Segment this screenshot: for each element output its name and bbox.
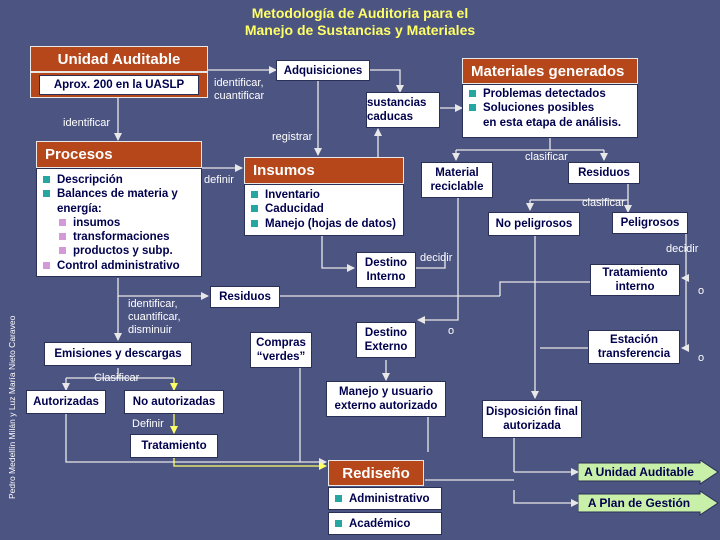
- a-unidad-auditable-arrow: A Unidad Auditable: [584, 465, 694, 479]
- label-definir-cap: Definir: [132, 418, 164, 430]
- destino-externo-box: Destino Externo: [356, 322, 416, 358]
- disposicion-final-box: Disposición final autorizada: [482, 400, 582, 438]
- procesos-subitem: transformaciones: [43, 230, 195, 244]
- label-identificar-cuantificar: identificar, cuantificar: [214, 77, 265, 102]
- label-clasificar-2: clasificar: [582, 197, 625, 209]
- destino-interno-box: Destino Interno: [356, 252, 416, 288]
- materiales-item: Soluciones posibles: [469, 101, 631, 115]
- unidad-auditable-panel: Aprox. 200 en la UASLP: [30, 72, 208, 98]
- materiales-generados-panel: Problemas detectados Soluciones posibles…: [462, 84, 638, 138]
- materiales-item: en esta etapa de análisis.: [483, 116, 622, 129]
- materiales-generados-header: Materiales generados: [462, 58, 638, 84]
- materiales-item: Problemas detectados: [469, 87, 631, 101]
- rediseno-item-label: Académico: [335, 517, 435, 531]
- emisiones-descargas-box: Emisiones y descargas: [44, 342, 192, 366]
- insumos-item: Caducidad: [251, 202, 397, 216]
- peligrosos-box: Peligrosos: [612, 212, 688, 234]
- manejo-externo-box: Manejo y usuario externo autorizado: [326, 381, 446, 417]
- label-identificar-disminuir: identificar, cuantificar, disminuir: [128, 298, 181, 336]
- label-identificar: identificar: [63, 117, 111, 129]
- label-o-3: o: [698, 352, 705, 364]
- arrow-shapes: [578, 460, 719, 516]
- autorizadas-box: Autorizadas: [26, 390, 106, 414]
- label-decidir-1: decidir: [420, 252, 453, 264]
- rediseno-item-administrativo: Administrativo: [328, 487, 442, 510]
- insumos-header: Insumos: [244, 157, 404, 184]
- procesos-header: Procesos: [36, 141, 202, 168]
- aprox-label: Aprox. 200 en la UASLP: [39, 75, 199, 95]
- procesos-item: Control administrativo: [43, 259, 195, 273]
- label-registrar: registrar: [272, 131, 313, 143]
- procesos-panel: Descripción Balances de materia y energí…: [36, 168, 202, 277]
- procesos-item: Balances de materia y energía:: [43, 187, 195, 216]
- rediseno-item-label: Administrativo: [335, 492, 435, 506]
- material-reciclable-box: Material reciclable: [421, 162, 493, 198]
- procesos-subitem: productos y subp.: [43, 244, 195, 258]
- diagram-title: Metodología de Auditoria para el Manejo …: [244, 5, 476, 38]
- a-plan-gestion-arrow: A Plan de Gestión: [587, 496, 691, 510]
- label-o-2: o: [698, 285, 705, 297]
- estacion-transferencia-box: Estación transferencia: [588, 330, 680, 364]
- procesos-item: Descripción: [43, 173, 195, 187]
- insumos-panel: Inventario Caducidad Manejo (hojas de da…: [244, 184, 404, 236]
- residuos-mid-box: Residuos: [210, 286, 280, 308]
- label-clasificar-cap: Clasificar: [94, 372, 140, 384]
- insumos-item: Manejo (hojas de datos): [251, 217, 397, 231]
- label-decidir-2: decidir: [666, 243, 699, 255]
- no-autorizadas-box: No autorizadas: [124, 390, 224, 414]
- no-peligrosos-box: No peligrosos: [488, 212, 580, 236]
- tratamiento-box: Tratamiento: [130, 434, 218, 458]
- adquisiciones-box: Adquisiciones: [276, 60, 370, 81]
- sustancias-caducas-box: sustancias caducas: [366, 92, 440, 128]
- tratamiento-interno-box: Tratamiento interno: [590, 264, 680, 296]
- compras-verdes-box: Compras “verdes”: [250, 332, 312, 368]
- label-o-1: o: [448, 325, 455, 337]
- author-credit: Pedro Medellín Milán y Luz María Nieto C…: [7, 315, 17, 499]
- unidad-auditable-header: Unidad Auditable: [30, 46, 208, 72]
- label-clasificar-1: clasificar: [525, 151, 568, 163]
- label-definir: definir: [204, 174, 234, 186]
- residuos-top-box: Residuos: [568, 162, 640, 184]
- insumos-item: Inventario: [251, 188, 397, 202]
- rediseno-item-academico: Académico: [328, 512, 442, 535]
- procesos-subitem: insumos: [43, 216, 195, 230]
- rediseno-header: Rediseño: [328, 460, 424, 486]
